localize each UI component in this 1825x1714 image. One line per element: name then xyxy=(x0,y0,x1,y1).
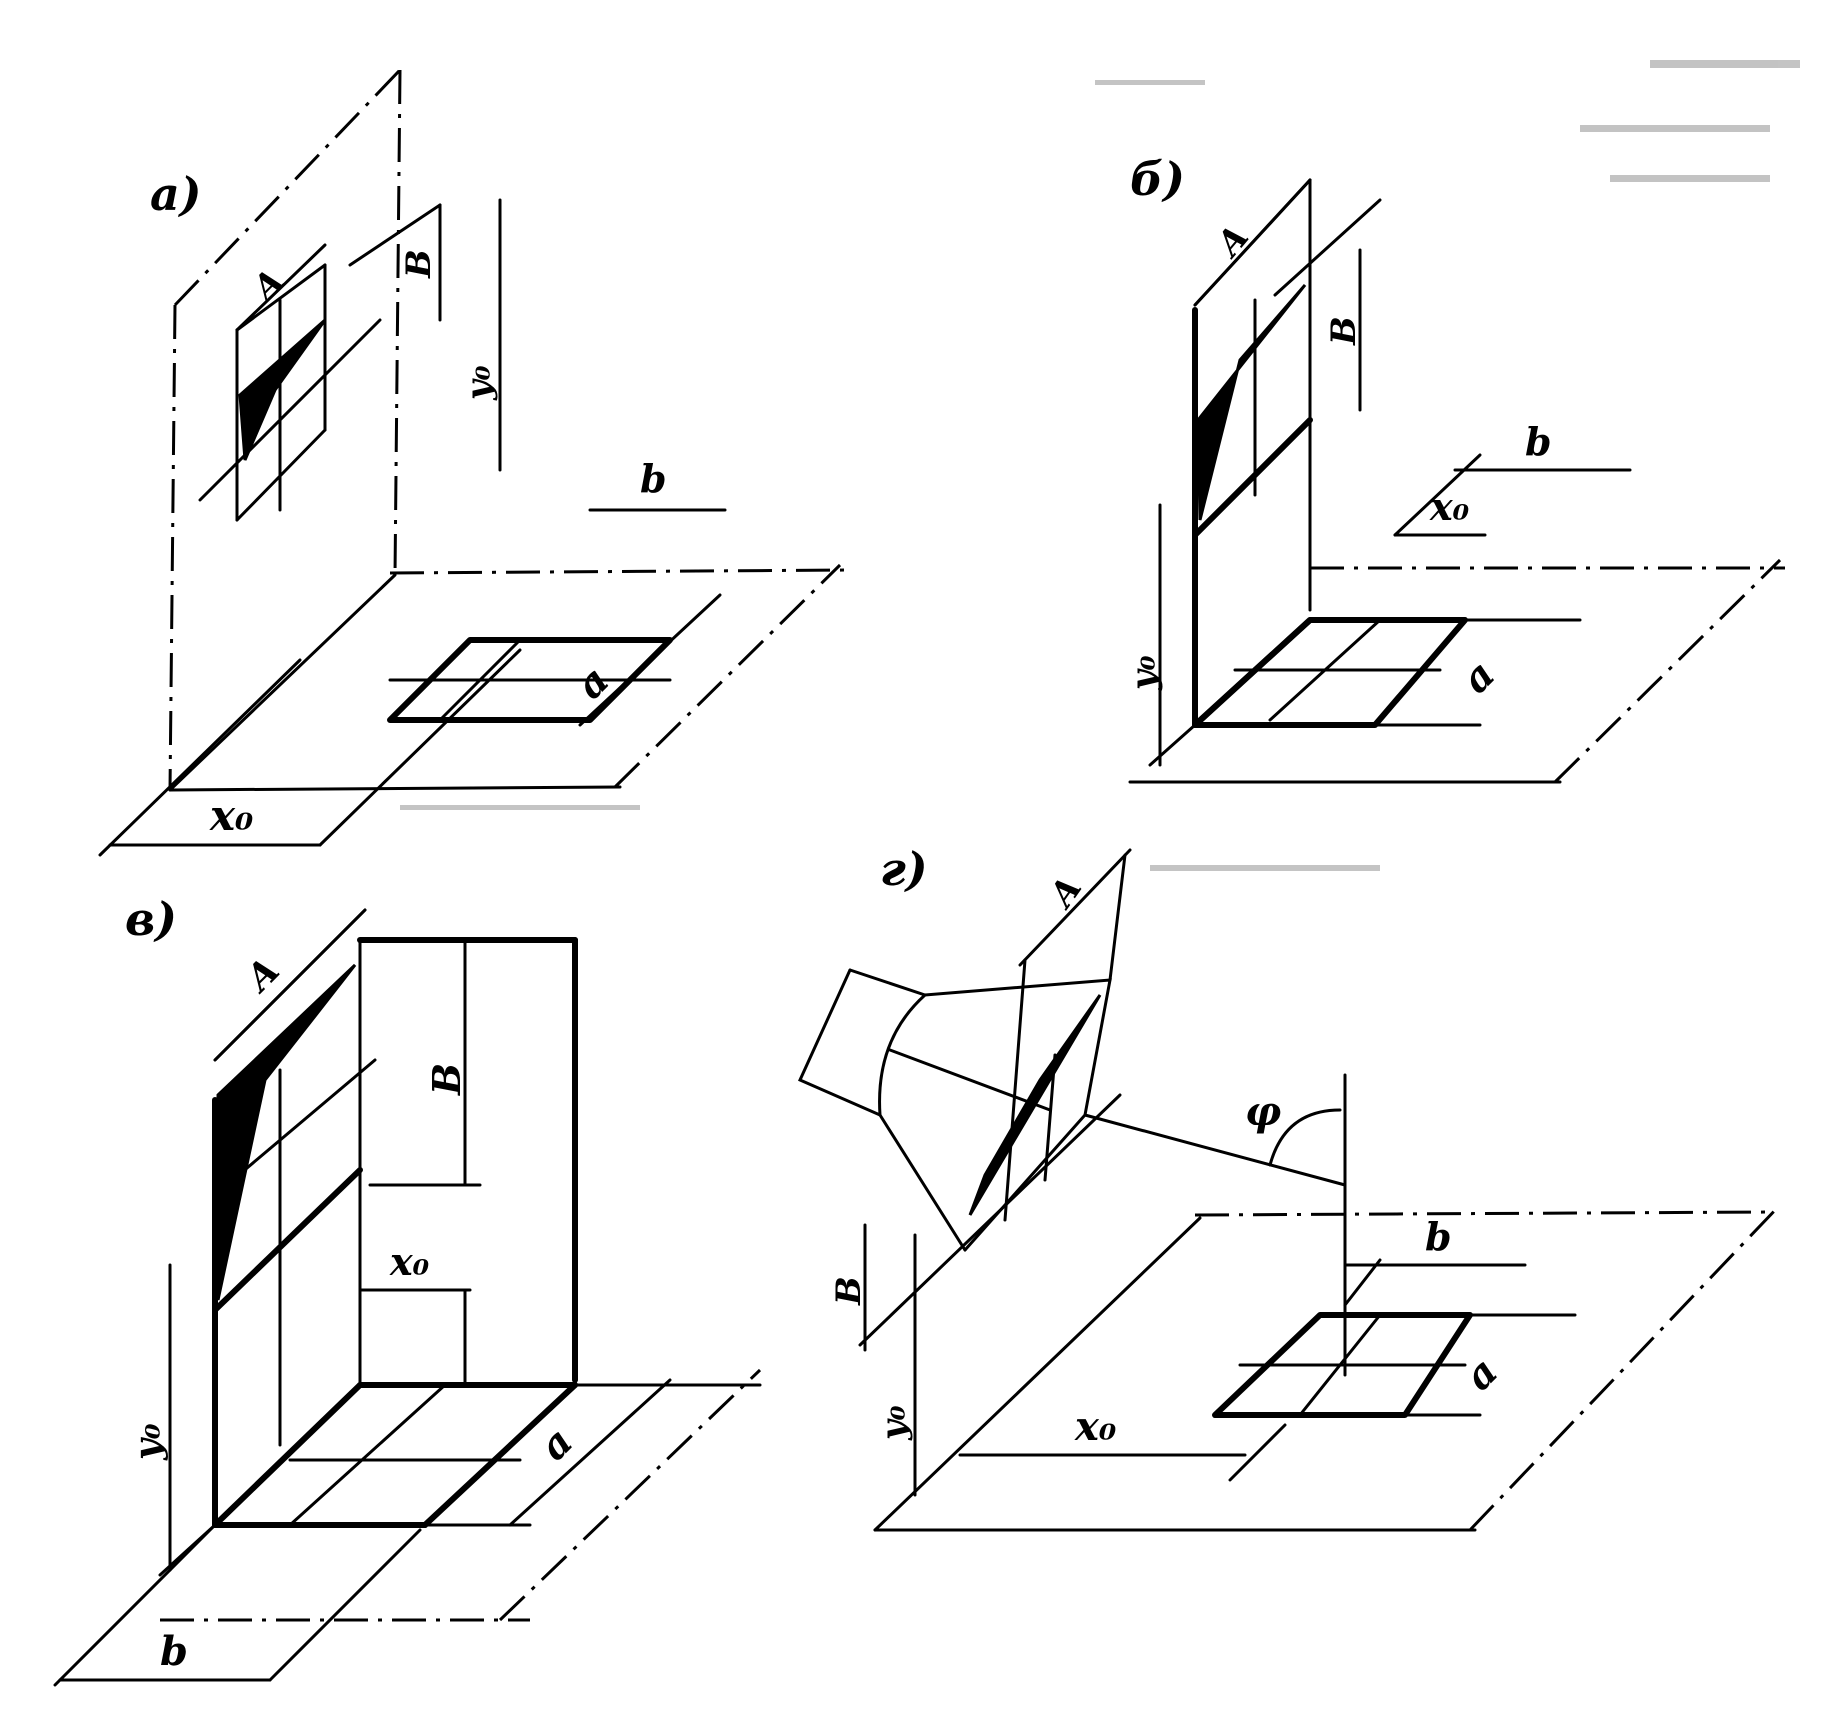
panel-g-floor-plane xyxy=(858,1093,1782,1532)
panel-a-dim-y0-label: y₀ xyxy=(459,365,499,401)
panel-v-dim-y0-label: y₀ xyxy=(127,1423,169,1461)
panel-a-dim-B: B xyxy=(348,203,442,322)
panel-b-label: б) xyxy=(1130,152,1185,206)
panel-a-floor-plane xyxy=(168,563,851,792)
panel-b-dim-B-label: B xyxy=(1324,316,1364,346)
panel-g-dim-y0-label: y₀ xyxy=(874,1405,914,1441)
panel-v-dim-b-label: b xyxy=(160,1628,188,1675)
panel-b-dim-A-label: A xyxy=(1207,218,1257,266)
panel-b-dim-a-label: a xyxy=(1452,651,1504,703)
panel-a-dim-y0: y₀ xyxy=(459,198,502,472)
panel-g-angle-phi-label: φ xyxy=(1245,1088,1281,1135)
panel-v: в) A B x₀ xyxy=(53,892,762,1687)
panel-g-roof-lantern xyxy=(798,853,1127,1252)
panel-b-dim-A: A xyxy=(1193,178,1312,307)
panel-v-dim-y0: y₀ xyxy=(127,1263,217,1577)
panel-g-dim-x0-label: x₀ xyxy=(1074,1403,1117,1450)
panel-v-dim-b: b xyxy=(53,1523,422,1687)
panel-g-dim-y0: y₀ xyxy=(874,1233,917,1497)
panel-b-dim-x0-label: x₀ xyxy=(1429,484,1470,529)
panel-a-light-opening xyxy=(198,263,382,522)
panel-a-dim-x0-label: x₀ xyxy=(209,791,253,840)
panel-b-dim-b-label: b xyxy=(1525,419,1552,464)
panel-g-dim-x0: x₀ xyxy=(958,1403,1287,1482)
panel-g-dim-B: B xyxy=(829,1223,869,1352)
panel-g-dim-B-label: B xyxy=(829,1276,869,1306)
panel-b-dim-y0: y₀ xyxy=(1124,503,1197,767)
panel-a-dim-b: b xyxy=(588,456,727,512)
panel-b-dim-y0-label: y₀ xyxy=(1124,655,1164,691)
panel-v-dim-B: B xyxy=(368,938,482,1187)
panel-v-dim-x0-label: x₀ xyxy=(389,1239,430,1284)
panel-g-angle-phi: φ xyxy=(1083,1073,1347,1377)
panel-a-dim-b-label: b xyxy=(640,456,667,501)
panel-b-work-area xyxy=(1192,617,1582,728)
panel-b-dim-B: B xyxy=(1273,198,1382,412)
panel-g-dim-b: b xyxy=(1343,1214,1527,1267)
panel-a-label: а) xyxy=(150,167,202,221)
panel-a-dim-B-label: B xyxy=(399,249,439,279)
panel-a-dim-A-label: A xyxy=(243,261,292,310)
panel-g-dim-a-label: a xyxy=(1455,1348,1507,1400)
panel-b-dim-x0: x₀ xyxy=(1393,453,1487,537)
panel-v-dim-x0: x₀ xyxy=(358,1239,472,1387)
scan-noise xyxy=(400,60,1800,871)
panel-a-dim-x0: x₀ xyxy=(98,648,522,857)
panel-a-vertical-plane xyxy=(168,68,402,792)
panel-g-work-area xyxy=(1212,1258,1577,1418)
panel-g: г) A φ xyxy=(798,842,1782,1532)
panel-v-dim-a-label: a xyxy=(530,1418,582,1470)
panel-g-dim-b-label: b xyxy=(1425,1214,1452,1259)
panel-g-label: г) xyxy=(880,842,928,896)
panel-a-work-area xyxy=(387,508,722,727)
panel-b-dim-b: b xyxy=(1453,419,1632,472)
panel-v-floor xyxy=(160,1368,762,1622)
panel-v-label: в) xyxy=(125,892,177,946)
panel-b: б) A B xyxy=(1124,152,1785,784)
panel-b-vertical-plane xyxy=(1192,178,1313,728)
panel-v-dim-B-label: B xyxy=(424,1063,469,1096)
panel-a: а) A B xyxy=(98,68,851,857)
panel-g-dim-A-label: A xyxy=(1040,870,1090,917)
